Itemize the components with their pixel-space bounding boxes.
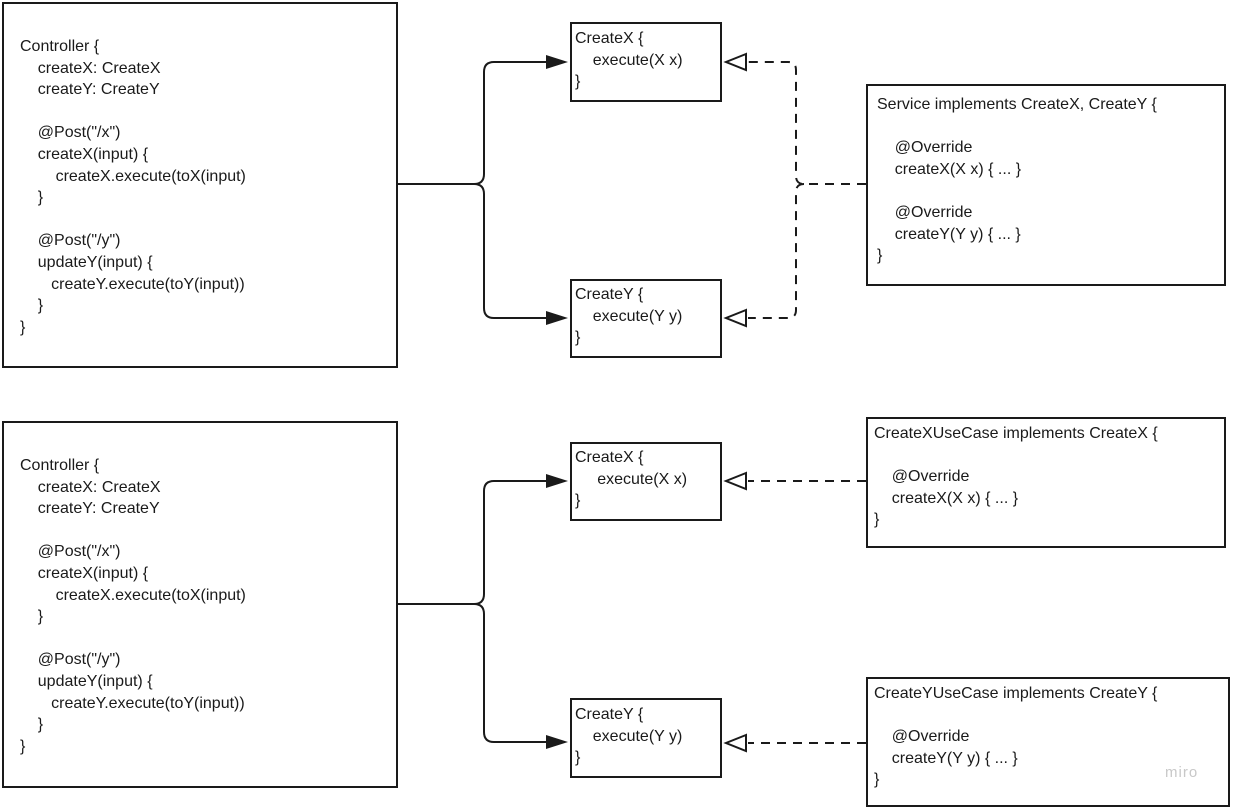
edge-controller-to-createy-bottom	[398, 603, 546, 743]
createy-usecase-code: CreateYUseCase implements CreateY { @Ove…	[874, 685, 1158, 789]
arrowhead-createy-top	[546, 311, 568, 325]
realization-head-createx-bottom	[723, 471, 747, 491]
realization-head-createx-top	[723, 52, 747, 72]
controller-box-top: Controller { createX: CreateX createY: C…	[2, 2, 398, 368]
createx-interface-code-bottom: CreateX { execute(X x) }	[575, 449, 688, 510]
edge-controller-to-createy-top	[398, 183, 546, 319]
miro-watermark: miro	[1165, 764, 1199, 781]
arrowhead-createx-top	[546, 55, 568, 69]
createy-usecase-box: CreateYUseCase implements CreateY { @Ove…	[866, 677, 1230, 807]
service-box: Service implements CreateX, CreateY { @O…	[866, 84, 1226, 286]
createx-interface-code-top: CreateX { execute(X x) }	[575, 30, 683, 91]
service-code: Service implements CreateX, CreateY { @O…	[877, 96, 1157, 265]
edge-service-implements-top-y	[748, 183, 805, 319]
controller-box-bottom: Controller { createX: CreateX createY: C…	[2, 421, 398, 788]
createy-interface-code-bottom: CreateY { execute(Y y) }	[575, 706, 683, 767]
createx-usecase-code: CreateXUseCase implements CreateX { @Ove…	[874, 425, 1158, 529]
edge-controller-to-createx-bottom	[398, 480, 546, 605]
edge-service-implements-top	[748, 61, 866, 185]
edge-controller-to-createx-top	[398, 61, 546, 185]
arrowhead-createy-bottom	[546, 735, 568, 749]
createy-interface-box-bottom: CreateY { execute(Y y) }	[570, 698, 722, 778]
controller-code-top: Controller { createX: CreateX createY: C…	[20, 38, 246, 336]
createy-interface-box-top: CreateY { execute(Y y) }	[570, 279, 722, 358]
realization-head-createy-bottom	[723, 733, 747, 753]
createx-usecase-box: CreateXUseCase implements CreateX { @Ove…	[866, 417, 1226, 548]
arrowhead-createx-bottom	[546, 474, 568, 488]
createx-interface-box-bottom: CreateX { execute(X x) }	[570, 442, 722, 521]
createx-interface-box-top: CreateX { execute(X x) }	[570, 22, 722, 102]
realization-head-createy-top	[723, 308, 747, 328]
createy-interface-code-top: CreateY { execute(Y y) }	[575, 286, 683, 347]
controller-code-bottom: Controller { createX: CreateX createY: C…	[20, 457, 246, 755]
